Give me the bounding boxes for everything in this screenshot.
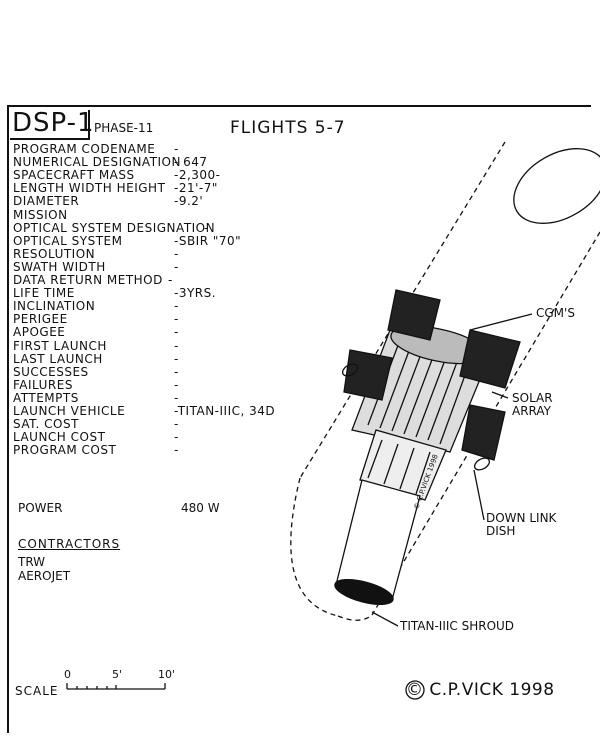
callout-solar: SOLAR — [512, 391, 553, 405]
spec-value: - — [174, 443, 179, 458]
page-title: DSP-1 — [12, 108, 95, 138]
callout-shroud: TITAN-IIIC SHROUD — [400, 619, 515, 633]
spec-value: -TITAN-IIIC, 34D — [174, 404, 276, 418]
spec-label: INCLINATION — [13, 299, 96, 314]
spec-value: - — [174, 377, 179, 392]
spec-value: - 647 — [174, 155, 208, 170]
spec-label: SAT. COST — [13, 417, 79, 432]
sheet-frame — [7, 105, 591, 733]
spec-value: - — [174, 246, 179, 261]
callout-downlink: DOWN LINK — [486, 511, 557, 525]
spec-value: - — [174, 390, 179, 405]
spec-label: DATA RETURN METHOD — [13, 273, 163, 287]
spec-label: LAST LAUNCH — [13, 351, 103, 366]
spec-label: OPTICAL SYSTEM DESIGNATION — [13, 220, 216, 235]
spec-value: - — [174, 325, 179, 340]
contractor-name: AEROJET — [18, 569, 71, 583]
flights-label: FLIGHTS 5-7 — [230, 118, 346, 138]
spec-label: SUCCESSES — [13, 364, 89, 379]
spec-label: SPACECRAFT MASS — [13, 168, 135, 183]
spec-value: - — [174, 299, 179, 314]
spec-label: SWATH WIDTH — [13, 259, 106, 274]
spec-label: LENGTH WIDTH HEIGHT — [13, 181, 166, 196]
spec-value: - — [174, 312, 179, 327]
contractor-name: TRW — [18, 555, 46, 569]
contractors-heading: CONTRACTORS — [18, 537, 121, 551]
spec-label: NUMERICAL DESIGNATION — [13, 155, 181, 170]
spec-label: FAILURES — [13, 377, 73, 392]
copyright-circle — [405, 680, 425, 700]
callout-leaders — [371, 313, 533, 627]
callout-dish: DISH — [486, 524, 516, 538]
callout-array: ARRAY — [512, 404, 552, 418]
spec-label: LIFE TIME — [13, 286, 75, 301]
spec-value: - — [174, 259, 179, 274]
spec-value: -9.2' — [174, 194, 204, 209]
spec-label: FIRST LAUNCH — [13, 338, 107, 353]
scale-label: SCALE — [15, 684, 59, 698]
spec-value: -2,300- — [174, 168, 221, 183]
solar-array — [343, 289, 521, 461]
spec-label: APOGEE — [13, 325, 66, 340]
copyright-symbol: © — [406, 680, 424, 700]
spec-value: - — [204, 220, 209, 235]
scale-tick-label: 10' — [158, 668, 176, 681]
title-underline-box — [10, 110, 90, 140]
spec-label: PERIGEE — [13, 312, 68, 327]
spec-label: DIAMETER — [13, 194, 80, 209]
spec-label: PROGRAM COST — [13, 443, 117, 458]
scale-bar — [66, 683, 166, 690]
credit-text: C.P.VICK 1998 — [429, 680, 555, 700]
power-value: 480 W — [181, 501, 220, 515]
telescope-tube — [334, 479, 421, 606]
spec-value: - — [174, 351, 179, 366]
spec-value: -3YRS. — [174, 286, 217, 301]
spec-value: - — [174, 142, 179, 156]
spec-value: -SBIR "70" — [174, 233, 242, 248]
spec-label: PROGRAM CODENAME — [13, 142, 156, 156]
spacecraft-body — [351, 325, 491, 501]
spec-label: RESOLUTION — [13, 246, 96, 261]
copyright-credit: © C.P.VICK 1998 — [406, 680, 555, 700]
spec-label: MISSION — [13, 207, 68, 222]
titan-shroud — [290, 141, 600, 621]
power-label: POWER — [18, 501, 63, 515]
spec-label: OPTICAL SYSTEM — [13, 233, 123, 248]
spec-label: LAUNCH COST — [13, 430, 106, 445]
spec-label: ATTEMPTS — [13, 390, 79, 405]
callout-cgms: CGM'S — [536, 306, 575, 320]
spec-value: - — [168, 273, 173, 287]
scale-tick-label: 5' — [112, 668, 123, 681]
spec-value: - — [174, 364, 179, 379]
spec-label: LAUNCH VEHICLE — [13, 404, 126, 418]
spec-value: - — [174, 417, 179, 432]
spec-value: -21'-7" — [174, 181, 218, 196]
scale-tick-label: 0 — [64, 668, 71, 681]
spec-value: - — [174, 338, 179, 353]
phase-label: PHASE-11 — [94, 121, 154, 135]
downlink-dish — [341, 363, 491, 471]
spec-value: - — [174, 430, 179, 445]
